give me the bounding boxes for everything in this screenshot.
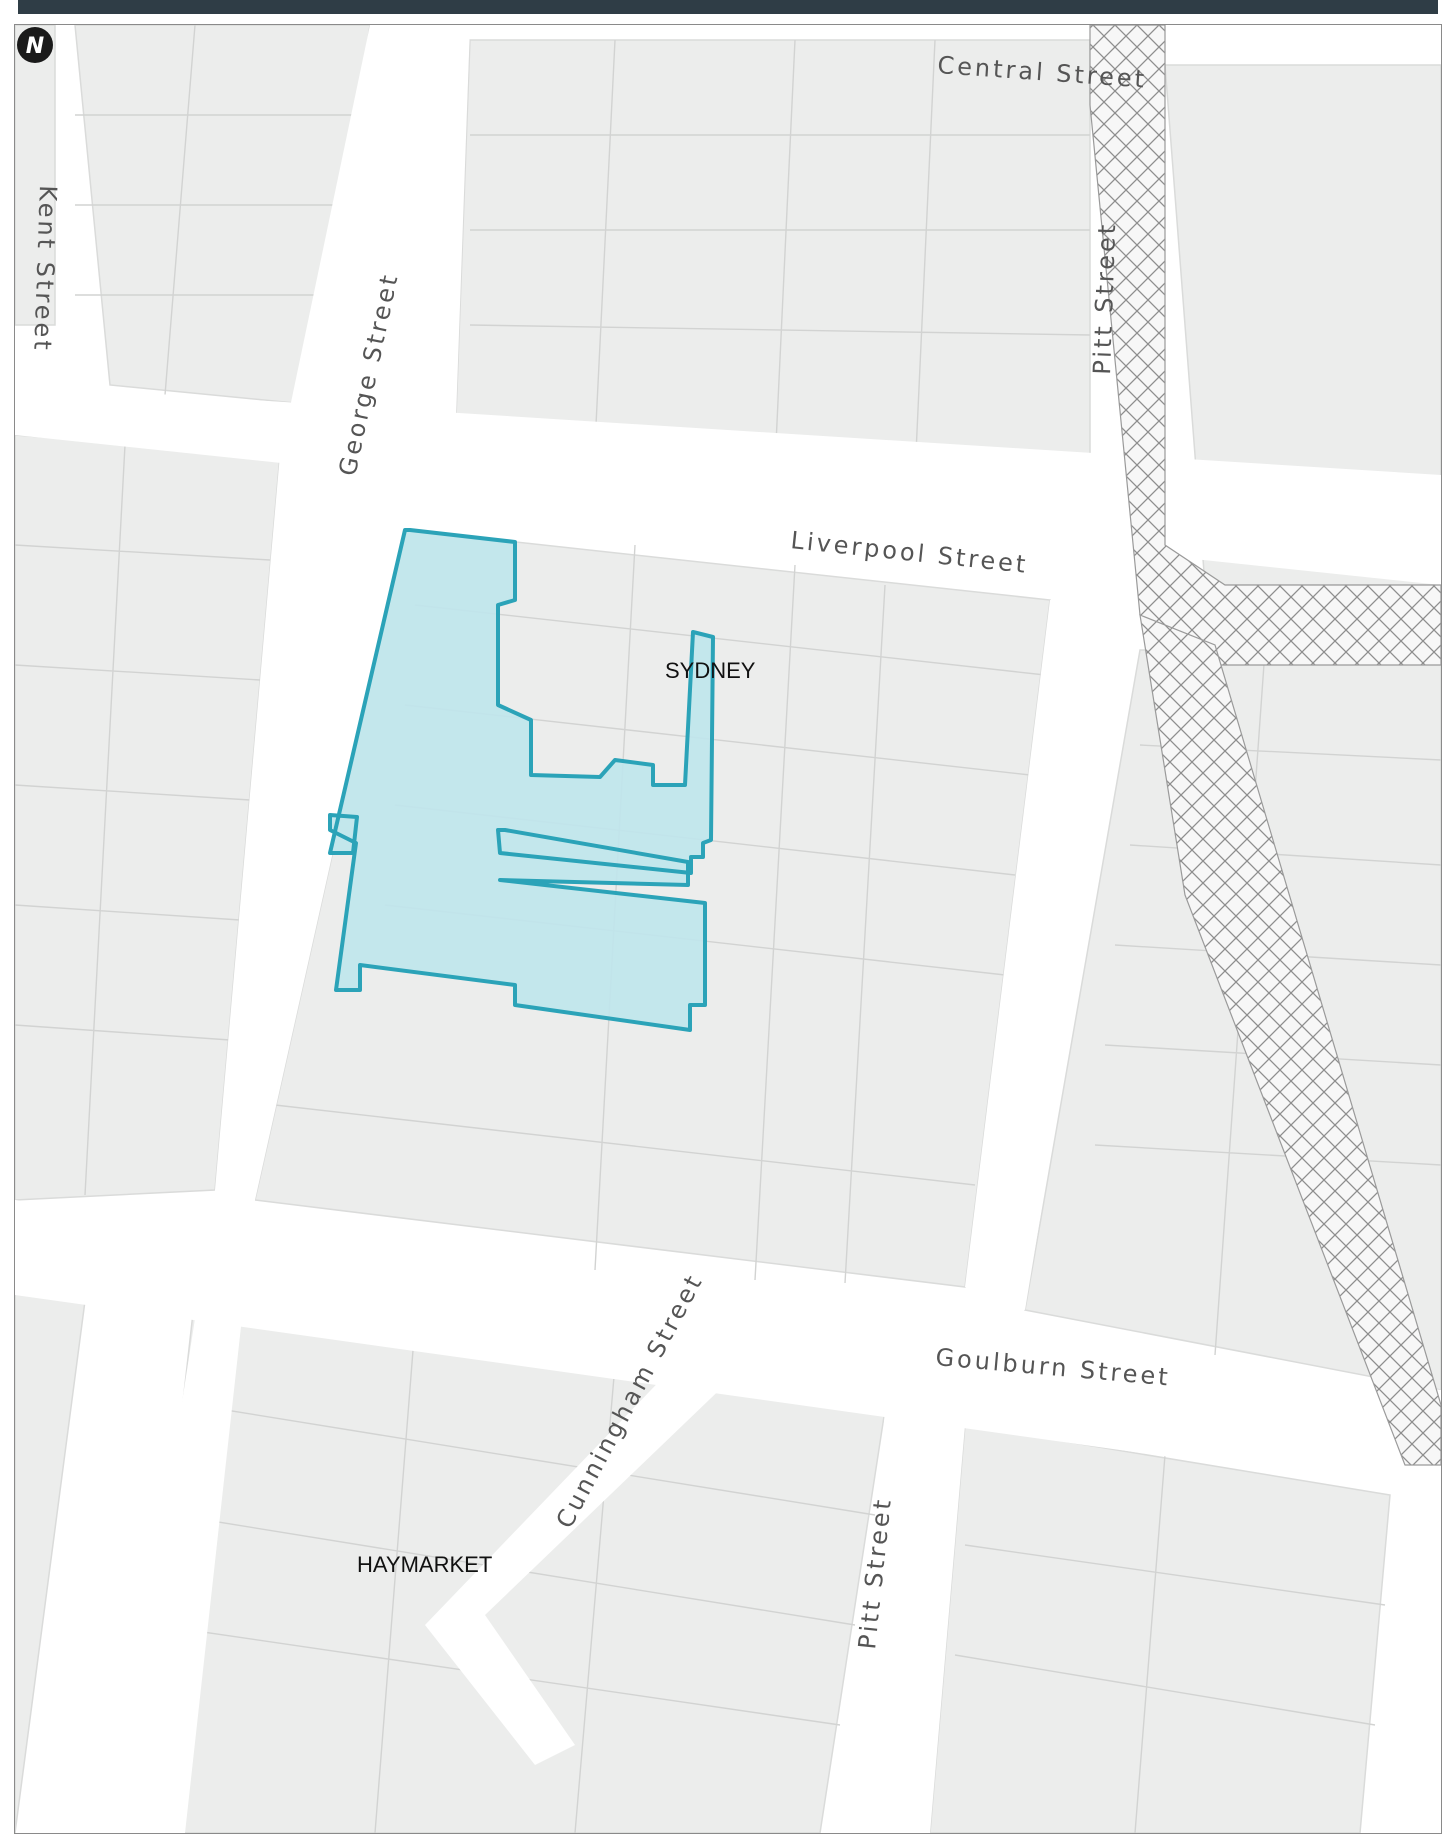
site-boundary[interactable] (328, 528, 715, 1032)
roads (15, 25, 1441, 1833)
road-pitt-middle (965, 600, 1140, 1310)
road-cunningham (425, 1365, 735, 1765)
suburb-label-sydney: SYDNEY (665, 658, 756, 683)
suburb-label-haymarket: HAYMARKET (357, 1552, 492, 1577)
road-liverpool (15, 385, 1441, 585)
rail-corridor (1089, 25, 1441, 1466)
block-central-north (454, 39, 1091, 486)
map-canvas[interactable]: Central Street Kent Street George Street… (14, 24, 1442, 1834)
block-west-south (15, 1219, 96, 1833)
header-bar (18, 0, 1438, 14)
road-label-pitt-street-north: Pitt Street (1088, 221, 1121, 375)
north-arrow-icon: N (17, 27, 53, 63)
road-label-kent-street: Kent Street (28, 185, 62, 353)
block-kent-north (15, 25, 56, 326)
block-south-east (929, 1424, 1391, 1833)
rail-corridor-diagonal (1139, 614, 1441, 1466)
rail-corridor-north (1089, 25, 1441, 666)
road-pitt-south (850, 1410, 965, 1833)
north-arrow-letter: N (26, 34, 44, 59)
road-goulburn (15, 1200, 1441, 1495)
map-svg: Central Street Kent Street George Street… (15, 25, 1441, 1833)
road-george (115, 25, 470, 1833)
